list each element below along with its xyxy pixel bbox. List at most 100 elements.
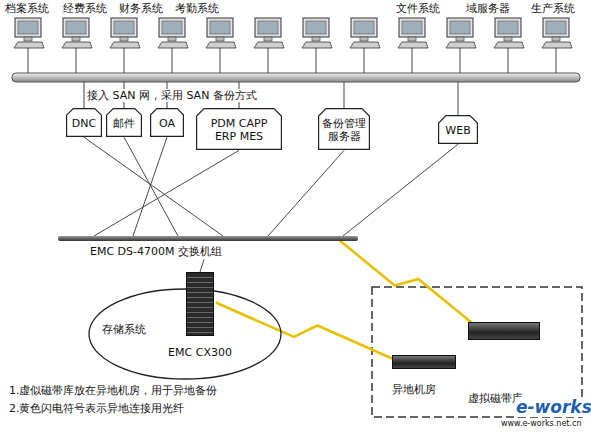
keyboard [494, 42, 524, 48]
connector [268, 150, 344, 236]
monitor-stand [360, 37, 368, 41]
text-label: 考勤系统 [174, 2, 220, 15]
text-label: 经费系统 [62, 2, 108, 15]
monitor [351, 18, 377, 37]
switch-bar: EMC DS-4700M 交换机组 [58, 236, 358, 259]
remote-device: 异地机房 [392, 355, 462, 396]
workstation-icon [494, 18, 524, 73]
fiber-lightning [216, 303, 396, 360]
monitor-stand [456, 37, 464, 41]
workstation-icon [62, 18, 92, 73]
drop-line [76, 48, 77, 73]
screen [66, 21, 86, 34]
server-node: 邮件 [106, 108, 142, 137]
connector [343, 144, 458, 236]
text-label: 接入 SAN 网，采用 SAN 备份方式 [86, 89, 258, 102]
server-node: DNC [66, 108, 102, 137]
keyboard [542, 42, 572, 48]
monitor [15, 18, 41, 37]
fiber-lightning [337, 238, 476, 326]
workstation-icon [302, 18, 332, 73]
screen [18, 21, 38, 34]
keyboard [62, 42, 92, 48]
drop-line [344, 82, 345, 108]
drop-line [172, 48, 173, 73]
screen [306, 21, 326, 34]
node-label: PDM CAPP ERP MES [199, 117, 279, 143]
drop-line [268, 48, 269, 73]
monitor-stand [72, 37, 80, 41]
text-label: 文件系统 [395, 2, 441, 15]
screen [402, 21, 422, 34]
monitor [255, 18, 281, 37]
screen [354, 21, 374, 34]
storage-array: EMC CX300 [164, 272, 236, 359]
drop-line [556, 48, 557, 73]
node-label: EMC CX300 [164, 346, 236, 359]
server-node: PDM CAPP ERP MES [196, 108, 282, 150]
monitor-stand [120, 37, 128, 41]
node-label: 备份管理服务器 [321, 117, 367, 143]
keyboard [302, 42, 332, 48]
keyboard [14, 42, 44, 48]
drop-line [28, 48, 29, 73]
keyboard [254, 42, 284, 48]
workstation-icon [542, 18, 572, 73]
monitor [303, 18, 329, 37]
monitor-stand [408, 37, 416, 41]
text-label: 财务系统 [118, 2, 164, 15]
network-bus [12, 73, 580, 82]
text-label: 档案系统 [4, 2, 50, 15]
connector [133, 137, 167, 236]
drop-line [460, 48, 461, 73]
ellipse-outline [89, 289, 281, 379]
keyboard [110, 42, 140, 48]
monitor-stand [552, 37, 560, 41]
monitor [207, 18, 233, 37]
monitor [399, 18, 425, 37]
text-label: 生产系统 [530, 2, 576, 15]
note-text: 1.虚似磁带库放在异地机房，用于异地备份 [8, 384, 219, 397]
monitor-stand [504, 37, 512, 41]
drop-line [412, 48, 413, 73]
monitor-stand [216, 37, 224, 41]
connector [124, 137, 178, 236]
server-node: OA [150, 108, 184, 137]
screen [546, 21, 566, 34]
keyboard [350, 42, 380, 48]
screen [162, 21, 182, 34]
rack-cabinet [186, 272, 214, 336]
workstation-icon [110, 18, 140, 73]
workstation-row [14, 18, 572, 73]
keyboard [446, 42, 476, 48]
screen [498, 21, 518, 34]
node-label: 异地机房 [392, 383, 462, 396]
server-node: WEB [438, 115, 478, 144]
node-label: 邮件 [109, 117, 139, 130]
server-node: 备份管理服务器 [318, 108, 370, 150]
node-label: WEB [441, 124, 475, 137]
monitor [159, 18, 185, 37]
drop-line [458, 82, 459, 115]
monitor-stand [264, 37, 272, 41]
watermark: www.e-works.net.cn [500, 419, 582, 429]
keyboard [158, 42, 188, 48]
monitor-stand [168, 37, 176, 41]
monitor [495, 18, 521, 37]
drop-line [508, 48, 509, 73]
drop-line [364, 48, 365, 73]
screen [114, 21, 134, 34]
device-box [468, 322, 540, 340]
node-label: 存储系统 [102, 323, 146, 336]
drop-line [124, 48, 125, 73]
keyboard [398, 42, 428, 48]
node-label: OA [153, 117, 181, 130]
screen [258, 21, 278, 34]
workstation-icon [14, 18, 44, 73]
workstation-icon [206, 18, 236, 73]
monitor [543, 18, 569, 37]
connector [200, 259, 204, 272]
drop-line [316, 48, 317, 73]
